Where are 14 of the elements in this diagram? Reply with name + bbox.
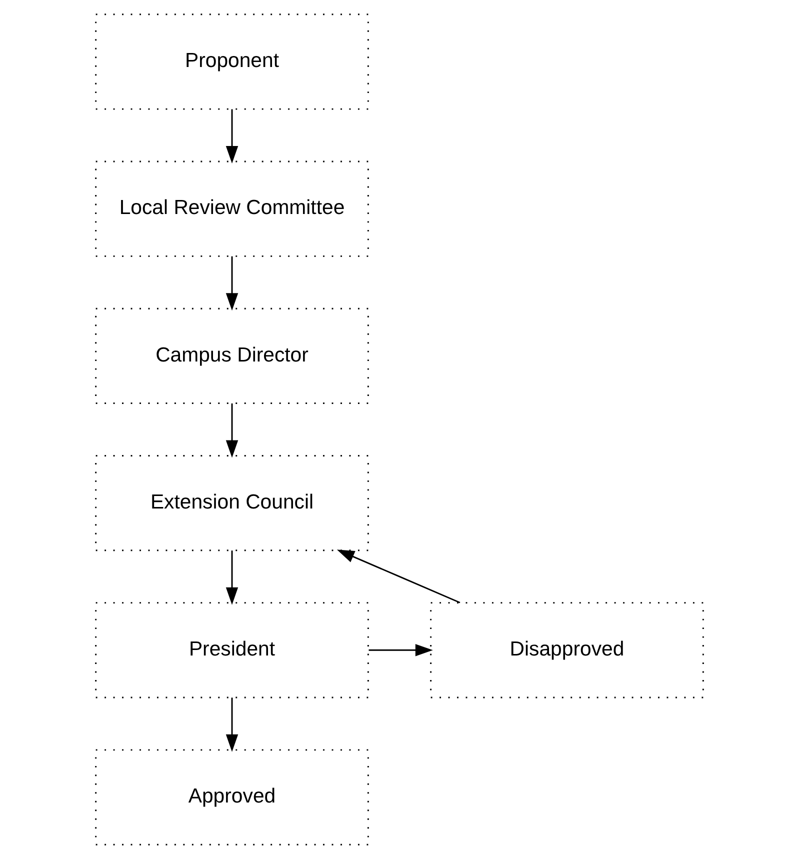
arrow	[225, 256, 238, 311]
node-box: Campus Director	[94, 308, 368, 404]
arrow	[368, 644, 432, 656]
arrow	[225, 403, 238, 458]
node-box: Proponent	[94, 14, 368, 110]
arrow	[225, 550, 238, 605]
node-box: Local Review Committee	[94, 160, 368, 257]
arrow	[225, 698, 238, 752]
node-box: Disapproved	[430, 602, 704, 698]
arrow	[225, 109, 238, 164]
arrow	[336, 550, 460, 604]
node-box: President	[94, 602, 368, 698]
node-box: Extension Council	[94, 454, 368, 552]
node-box: Approved	[94, 749, 368, 846]
